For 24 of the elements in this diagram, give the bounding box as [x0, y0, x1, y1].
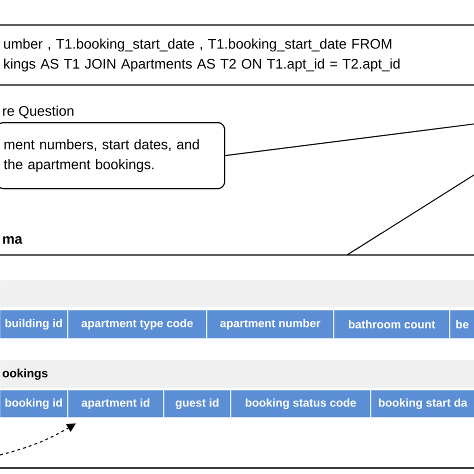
- column-header-cell: booking id: [0, 390, 68, 418]
- heading: re Question: [3, 106, 74, 118]
- leader-line: [225, 123, 474, 156]
- question-box: ment numbers, start dates, and the apartment bookings.: [0, 122, 226, 190]
- column-header-cell: apartment number: [207, 310, 334, 338]
- node-label: apartment number: [220, 318, 320, 330]
- column-header-cell: apartment id: [68, 390, 164, 418]
- node-label: booking id: [5, 398, 62, 410]
- node-label: guest id: [176, 398, 218, 410]
- column-header-cell: booking start da: [371, 390, 474, 418]
- column-header-cell: be: [450, 310, 474, 338]
- node-label: building id: [5, 318, 62, 330]
- leader-line: [346, 174, 474, 256]
- heading: ma: [3, 236, 22, 244]
- node-label: booking start da: [378, 398, 468, 410]
- column-header-cell: building id: [0, 310, 68, 338]
- column-header-cell: guest id: [164, 390, 230, 418]
- table-name-bar: ookings: [0, 360, 474, 388]
- node-label: booking status code: [246, 398, 356, 410]
- sql-box: umber , T1.booking_start_date , T1.booking_start_date FROM kings AS T1 JOIN Apartments AS T2 ON T1.apt_id = T2.apt_id: [0, 24, 474, 86]
- node-label: bathroom count: [348, 320, 436, 328]
- node-label: be: [456, 320, 469, 328]
- node-label: apartment id: [82, 398, 150, 410]
- node-label: apartment type code: [82, 318, 193, 330]
